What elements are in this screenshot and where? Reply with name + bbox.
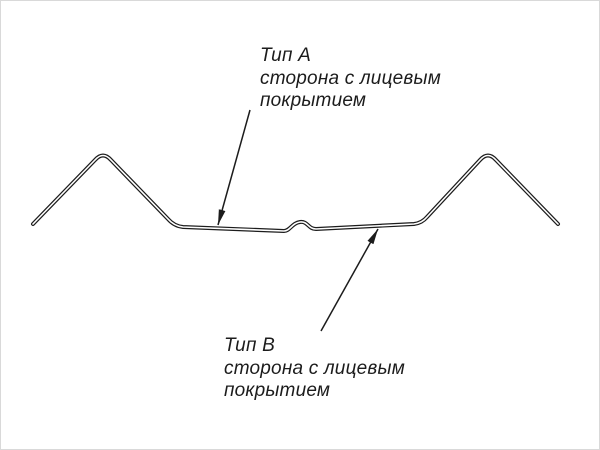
label-type-b-title: Тип B [224,335,275,356]
leader-line-type-b [320,228,379,332]
label-type-a-text-line1: сторона с лицевым [260,68,441,89]
label-type-a-title: Тип A [260,45,311,66]
label-type-b-text-line1: сторона с лицевым [224,358,405,379]
leader-line-type-a [217,109,251,226]
profile-outline [31,153,560,233]
label-type-b-text-line2: покрытием [224,380,331,401]
label-type-a: Тип A сторона с лицевым покрытием [260,45,441,112]
profile-inner-gap [32,154,559,232]
label-type-a-text-line2: покрытием [260,90,367,111]
label-type-b: Тип B сторона с лицевым покрытием [224,335,405,402]
